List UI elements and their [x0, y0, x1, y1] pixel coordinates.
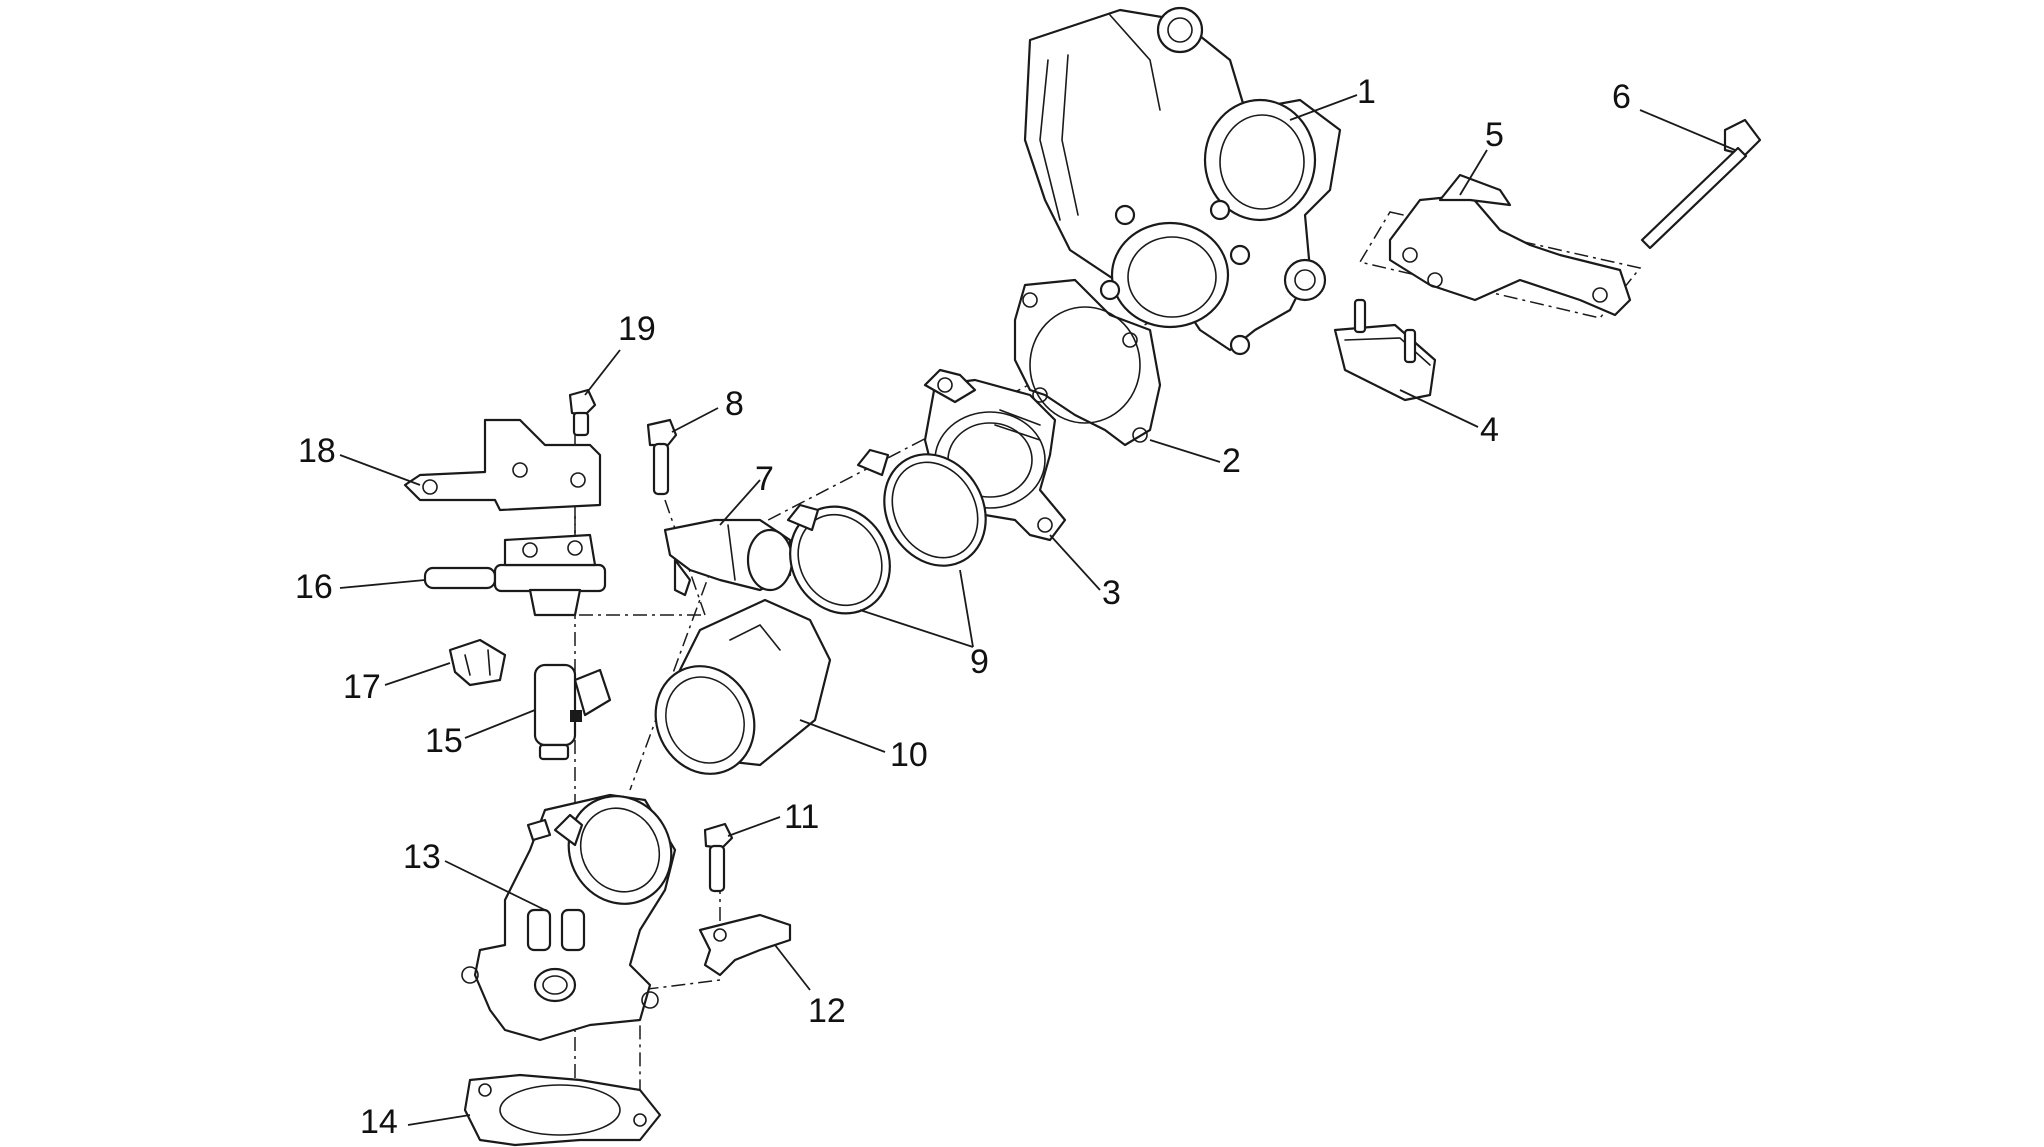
part-long-bolt — [1640, 118, 1762, 250]
leader-lines — [339, 94, 1736, 1126]
callout-2: 2 — [1222, 442, 1241, 480]
part-sensor-bolt — [646, 418, 678, 496]
callout-12: 12 — [808, 992, 846, 1030]
part-lower-bracket — [698, 913, 792, 977]
callout-6: 6 — [1612, 78, 1631, 116]
part-bracket-bolt — [703, 822, 734, 893]
part-injector-clip — [448, 638, 507, 687]
callout-1: 1 — [1357, 73, 1376, 111]
part-pressure-sensor — [663, 518, 794, 597]
part-intake-sleeve — [654, 598, 832, 775]
callout-14: 14 — [360, 1103, 398, 1141]
callout-10: 10 — [890, 736, 928, 774]
callout-19: 19 — [618, 310, 656, 348]
part-rail-bolt — [568, 388, 597, 437]
callout-8: 8 — [725, 385, 744, 423]
part-rail-bracket — [403, 418, 602, 512]
part-fuel-injector — [533, 663, 612, 761]
callout-11: 11 — [784, 798, 819, 836]
callout-15: 15 — [425, 722, 463, 760]
callout-16: 16 — [295, 568, 333, 606]
callout-3: 3 — [1102, 574, 1121, 612]
callout-9: 9 — [970, 643, 989, 681]
part-gasket-upper — [1013, 278, 1162, 447]
part-gasket-lower — [463, 1073, 662, 1147]
callout-4: 4 — [1480, 411, 1499, 449]
part-upper-bracket — [1388, 173, 1632, 317]
part-fuel-rail — [423, 533, 607, 617]
part-throttle-body — [1023, 6, 1342, 356]
part-intake-manifold — [461, 793, 677, 1042]
part-rubber-mount — [1333, 298, 1437, 402]
callout-13: 13 — [403, 838, 441, 876]
part-hose-clamps — [786, 448, 987, 615]
callout-17: 17 — [343, 668, 381, 706]
callout-18: 18 — [298, 432, 336, 470]
callout-5: 5 — [1485, 116, 1504, 154]
callout-labels: 1 2 3 4 5 6 7 8 9 10 11 12 13 14 15 16 1… — [295, 73, 1631, 1141]
callout-7: 7 — [755, 460, 774, 498]
